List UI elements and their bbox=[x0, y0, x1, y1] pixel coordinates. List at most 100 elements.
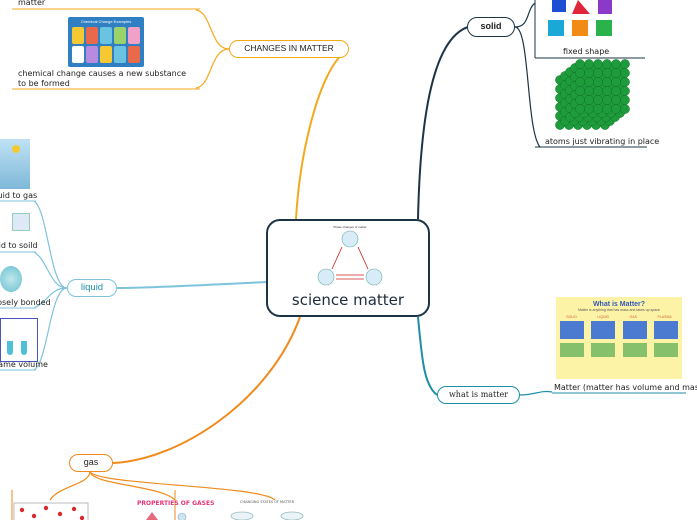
atom-sphere bbox=[602, 95, 612, 105]
wim-state-plasma: PLASMA bbox=[657, 315, 672, 319]
atom-sphere bbox=[620, 104, 630, 114]
beaker-icon-2 bbox=[21, 341, 27, 355]
connector-liquid-3 bbox=[33, 287, 68, 309]
central-topic[interactable]: Phase changes of matter science matter bbox=[266, 219, 430, 317]
molecules-image bbox=[0, 266, 22, 292]
atom-sphere bbox=[611, 68, 621, 78]
liquid-to-solid-image bbox=[12, 213, 30, 231]
label-liquid-to-gas: liquid to gas bbox=[0, 191, 38, 200]
connector-gas-3 bbox=[89, 470, 276, 501]
atom-sphere bbox=[584, 77, 594, 87]
wim-tiles-bottom bbox=[556, 343, 682, 357]
atom-sphere bbox=[584, 104, 594, 114]
liquid-to-gas-image bbox=[0, 139, 30, 189]
gas-triangle bbox=[146, 512, 158, 520]
label-same-volume: same volume bbox=[0, 360, 48, 369]
connector-solid bbox=[417, 26, 469, 220]
card-tile bbox=[86, 46, 98, 63]
atom-sphere bbox=[620, 68, 630, 78]
atom-sphere bbox=[575, 59, 585, 69]
wim-tiles-top bbox=[556, 321, 682, 339]
atom-sphere bbox=[575, 77, 585, 87]
atom-sphere bbox=[593, 95, 603, 105]
chemical-card-title: Chemical Change Examples bbox=[80, 19, 132, 24]
connector-what-1 bbox=[519, 390, 553, 396]
connector-liquid bbox=[116, 281, 269, 289]
atom-sphere bbox=[620, 95, 630, 105]
gas-bubble bbox=[177, 512, 187, 520]
connector-liquid-1 bbox=[33, 200, 68, 289]
card-tile bbox=[128, 27, 140, 44]
label-liquid-to-solid: liquid to soild bbox=[0, 241, 38, 250]
card-tile bbox=[114, 46, 126, 63]
central-topic-title: science matter bbox=[291, 291, 405, 309]
beaker-icon-1 bbox=[7, 341, 13, 355]
beaker-2 bbox=[280, 511, 304, 520]
connector-gas-2 bbox=[89, 470, 176, 501]
topic-liquid[interactable]: liquid bbox=[67, 279, 117, 297]
card-tile bbox=[100, 27, 112, 44]
connector-gas bbox=[112, 316, 301, 464]
connector-liquid-4 bbox=[33, 287, 68, 371]
wim-title: What is Matter? bbox=[592, 301, 646, 308]
connector-gas-1 bbox=[49, 470, 91, 501]
label-fixed-shape: fixed shape bbox=[563, 47, 610, 56]
wim-subtitle: Matter is anything that has mass and tak… bbox=[578, 308, 660, 312]
atom-sphere bbox=[602, 68, 612, 78]
atom-sphere bbox=[593, 104, 603, 114]
card-tile bbox=[114, 27, 126, 44]
topic-changes-in-matter[interactable]: CHANGES IN MATTER bbox=[229, 40, 349, 58]
atom-sphere bbox=[602, 86, 612, 96]
beaker-1 bbox=[230, 511, 254, 520]
chemical-change-card: Chemical Change Examples bbox=[68, 17, 144, 67]
wim-state-gas: GAS bbox=[629, 315, 637, 319]
card-tile bbox=[72, 27, 84, 44]
atom-sphere bbox=[620, 77, 630, 87]
wim-states-row: SOLID LIQUID GAS PLASMA bbox=[556, 315, 682, 319]
atom-sphere bbox=[620, 59, 630, 69]
atom-sphere bbox=[584, 95, 594, 105]
connector-changes-2 bbox=[195, 48, 230, 89]
shapes-image bbox=[548, 0, 612, 36]
card-tile bbox=[128, 46, 140, 63]
atom-sphere bbox=[575, 86, 585, 96]
sun-icon bbox=[12, 145, 20, 153]
atom-sphere bbox=[575, 104, 585, 114]
label-loosely-bonded: loosely bonded bbox=[0, 298, 51, 307]
phase-cycle-diagram bbox=[317, 230, 383, 286]
atom-sphere bbox=[611, 95, 621, 105]
connector-solid-1 bbox=[514, 2, 536, 28]
topic-what-is-matter[interactable]: what is matter bbox=[437, 386, 520, 404]
atom-sphere bbox=[584, 59, 594, 69]
atom-sphere bbox=[575, 68, 585, 78]
label-changing-states: CHANGING STATES OF MATTER bbox=[240, 500, 295, 504]
gas-particles bbox=[19, 505, 85, 520]
phase-change-thumbnail: Phase changes of matter bbox=[312, 225, 388, 293]
label-atoms-vibrating: atoms just vibrating in place bbox=[545, 137, 660, 146]
atom-sphere bbox=[593, 77, 603, 87]
thumbnail-caption: Phase changes of matter bbox=[333, 225, 367, 229]
atom-sphere bbox=[584, 86, 594, 96]
atom-lattice-image bbox=[555, 59, 630, 130]
atom-sphere bbox=[611, 77, 621, 87]
atom-sphere bbox=[575, 95, 585, 105]
gas-particles-box bbox=[13, 502, 89, 520]
what-is-matter-card: What is Matter? Matter is anything that … bbox=[556, 297, 682, 379]
card-tile bbox=[72, 46, 84, 63]
label-chemical-change: chemical change causes a new substance t… bbox=[18, 69, 187, 88]
wim-state-solid: SOLID bbox=[566, 315, 577, 319]
atom-sphere bbox=[602, 77, 612, 87]
atom-sphere bbox=[593, 59, 603, 69]
atom-sphere bbox=[611, 86, 621, 96]
label-properties-of-gases: PROPERTIES OF GASES bbox=[137, 500, 215, 507]
same-volume-image bbox=[0, 318, 38, 362]
atom-sphere bbox=[593, 86, 603, 96]
chemical-card-grid bbox=[72, 27, 140, 63]
topic-solid[interactable]: solid bbox=[467, 17, 515, 37]
connector-changes bbox=[295, 51, 346, 220]
atom-sphere bbox=[611, 59, 621, 69]
topic-gas[interactable]: gas bbox=[69, 454, 113, 472]
atom-sphere bbox=[584, 68, 594, 78]
wim-state-liquid: LIQUID bbox=[597, 315, 609, 319]
